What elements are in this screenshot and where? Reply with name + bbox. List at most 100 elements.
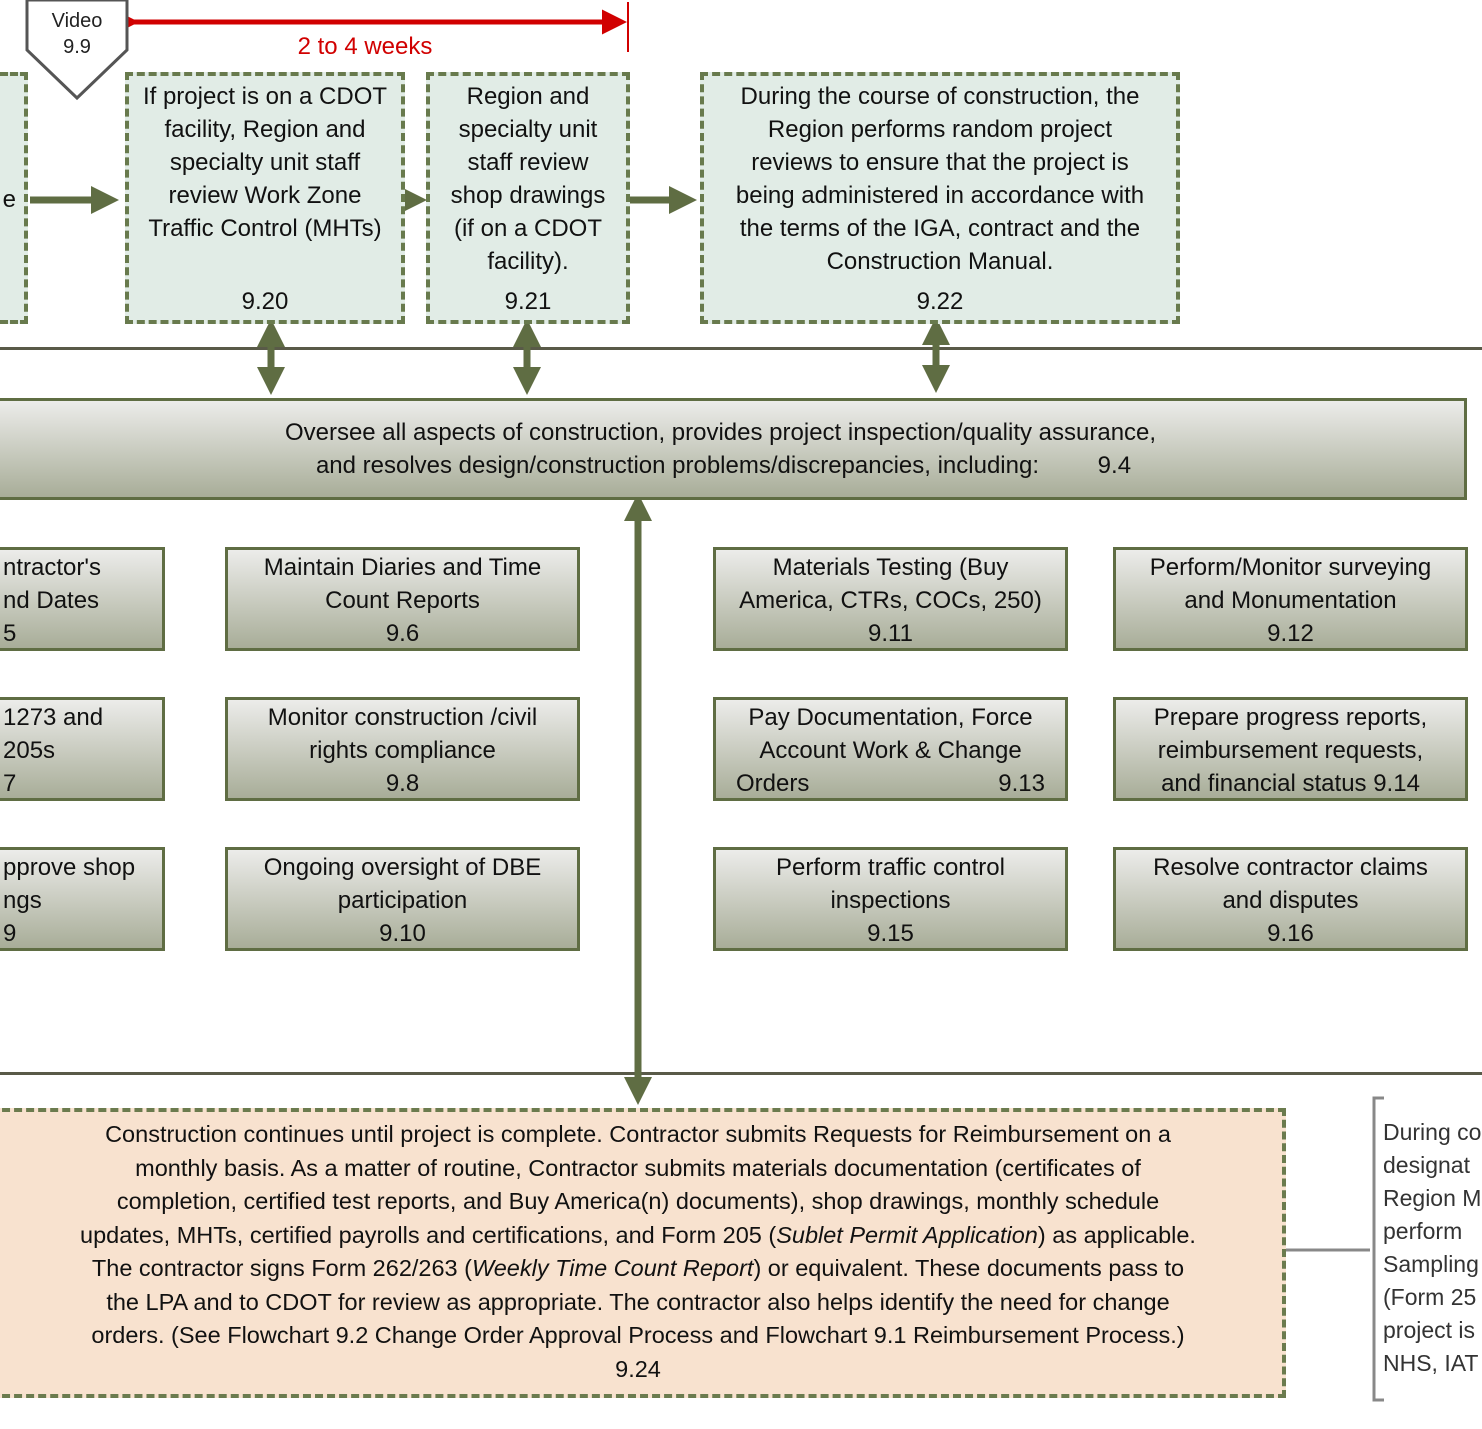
task-line: and disputes [1222, 887, 1359, 914]
construction-form-title: Weekly Time Count Report [471, 1255, 754, 1281]
oversee-banner: Oversee all aspects of construction, pro… [0, 398, 1467, 500]
oversee-line-2: and resolves design/construction problem… [316, 449, 1131, 482]
task-line: Perform/Monitor surveying [1149, 554, 1432, 581]
task-line: and financial status 9.14 [1161, 770, 1420, 797]
side-note-line: project is [1383, 1317, 1476, 1343]
step-line: reviews to ensure that the project is [751, 149, 1129, 176]
construction-line: Construction continues until project is … [105, 1121, 1171, 1147]
task-ref: 9.10 [379, 920, 426, 947]
step-line: facility, Region and [164, 116, 366, 143]
construction-line: completion, certified test reports, and … [116, 1188, 1160, 1214]
video-number: 9.9 [63, 36, 91, 58]
task-line: 7 [3, 770, 17, 797]
step-line: Traffic Control (MHTs) [148, 215, 382, 242]
task-ref: 9.16 [1267, 920, 1314, 947]
step-line: facility). [487, 248, 569, 275]
duration-label: 2 to 4 weeks [297, 33, 433, 60]
task-ref: 9.12 [1267, 620, 1314, 647]
step-line: review Work Zone [168, 182, 362, 209]
task-line: Orders [736, 770, 810, 797]
task-line: rights compliance [309, 737, 496, 764]
step-line: If project is on a CDOT [142, 83, 388, 110]
step-line: Construction Manual. [826, 248, 1054, 275]
task-partial-9-5: ntractor's nd Dates 5 [0, 547, 165, 651]
side-note-line: NHS, IAT [1383, 1350, 1479, 1376]
task-9-12: Perform/Monitor surveying and Monumentat… [1113, 547, 1468, 651]
construction-form-title: Sublet Permit Application [776, 1221, 1038, 1248]
lane-divider-bottom [0, 1072, 1482, 1075]
step-ref: 9.22 [916, 288, 964, 315]
side-note-line: During co [1383, 1119, 1482, 1145]
construction-box: Construction continues until project is … [0, 1108, 1286, 1398]
task-line: 9 [3, 920, 17, 947]
construction-text: ) or equivalent. These documents pass to [753, 1255, 1185, 1281]
side-note-line: Region M [1383, 1185, 1482, 1211]
task-line: America, CTRs, COCs, 250) [739, 587, 1042, 614]
step-line: the terms of the IGA, contract and the [739, 215, 1141, 242]
side-note-bracket [1372, 1096, 1384, 1402]
task-line: Prepare progress reports, [1153, 704, 1428, 731]
task-9-10: Ongoing oversight of DBE participation 9… [225, 847, 580, 951]
step-text: During the course of construction, the R… [736, 80, 1144, 278]
task-line: ngs [3, 887, 42, 914]
step-line: During the course of construction, the [740, 83, 1140, 110]
construction-ref: 9.24 [615, 1355, 661, 1382]
oversee-line-2-text: and resolves design/construction problem… [315, 452, 1039, 479]
task-line: Materials Testing (Buy [772, 554, 1009, 581]
task-partial-9-7: 1273 and 205s 7 [0, 697, 165, 801]
task-9-13: Pay Documentation, Force Account Work & … [713, 697, 1068, 801]
step-ref: 9.20 [241, 288, 289, 315]
task-line: Maintain Diaries and Time [263, 554, 542, 581]
task-last-row: Orders 9.13 [716, 767, 1065, 798]
oversee-ref: 9.4 [1097, 452, 1132, 479]
step-text: If project is on a CDOT facility, Region… [143, 80, 387, 245]
construction-text: ) as applicable. [1037, 1221, 1196, 1248]
task-line: inspections [830, 887, 951, 914]
task-line: Perform traffic control [776, 854, 1005, 881]
step-line: being administered in accordance with [735, 182, 1145, 209]
construction-line: monthly basis. As a matter of routine, C… [135, 1154, 1141, 1181]
step-partial-text: e [2, 185, 16, 213]
task-line: Monitor construction /civil [267, 704, 538, 731]
task-9-11: Materials Testing (Buy America, CTRs, CO… [713, 547, 1068, 651]
task-ref: 9.13 [998, 770, 1045, 797]
video-marker [25, 0, 129, 101]
video-marker-label: Video 9.9 [27, 8, 127, 60]
task-9-14: Prepare progress reports, reimbursement … [1113, 697, 1468, 801]
task-line: pprove shop [3, 854, 136, 881]
task-ref: 9.11 [868, 620, 913, 647]
task-line: Pay Documentation, Force [748, 704, 1033, 731]
step-line: shop drawings [450, 182, 606, 209]
video-label: Video [51, 10, 103, 32]
task-ref: 9.8 [385, 770, 420, 797]
step-line: Region performs random project [767, 116, 1113, 143]
task-9-6: Maintain Diaries and Time Count Reports … [225, 547, 580, 651]
lane-divider-top [0, 347, 1482, 350]
task-9-16: Resolve contractor claims and disputes 9… [1113, 847, 1468, 951]
step-line: Region and [466, 83, 590, 110]
step-ref: 9.21 [504, 288, 552, 315]
side-note-line: perform [1383, 1218, 1463, 1244]
construction-line: the LPA and to CDOT for review as approp… [106, 1288, 1170, 1315]
task-line: Account Work & Change [759, 737, 1022, 764]
step-partial-left: e [0, 72, 28, 324]
side-note: During co designat Region M perform Samp… [1383, 1116, 1482, 1380]
task-line: and Monumentation [1184, 587, 1397, 614]
step-9-22: During the course of construction, the R… [700, 72, 1180, 324]
construction-line: updates, MHTs, certified payrolls and ce… [80, 1219, 1196, 1253]
task-line: nd Dates [3, 587, 100, 614]
task-9-15: Perform traffic control inspections 9.15 [713, 847, 1068, 951]
task-9-8: Monitor construction /civil rights compl… [225, 697, 580, 801]
construction-line: The contractor signs Form 262/263 (Weekl… [92, 1252, 1184, 1286]
task-line: 5 [3, 620, 17, 647]
step-text: Region and specialty unit staff review s… [451, 80, 606, 278]
step-line: staff review [467, 149, 589, 176]
task-line: 1273 and [3, 704, 104, 731]
side-note-line: Sampling [1383, 1251, 1479, 1277]
construction-text: updates, MHTs, certified payrolls and ce… [80, 1221, 777, 1248]
task-line: participation [337, 887, 468, 914]
step-line: specialty unit staff [169, 149, 361, 176]
step-9-21: Region and specialty unit staff review s… [426, 72, 630, 324]
side-note-line: (Form 25 [1383, 1284, 1477, 1310]
task-line: Count Reports [325, 587, 480, 614]
